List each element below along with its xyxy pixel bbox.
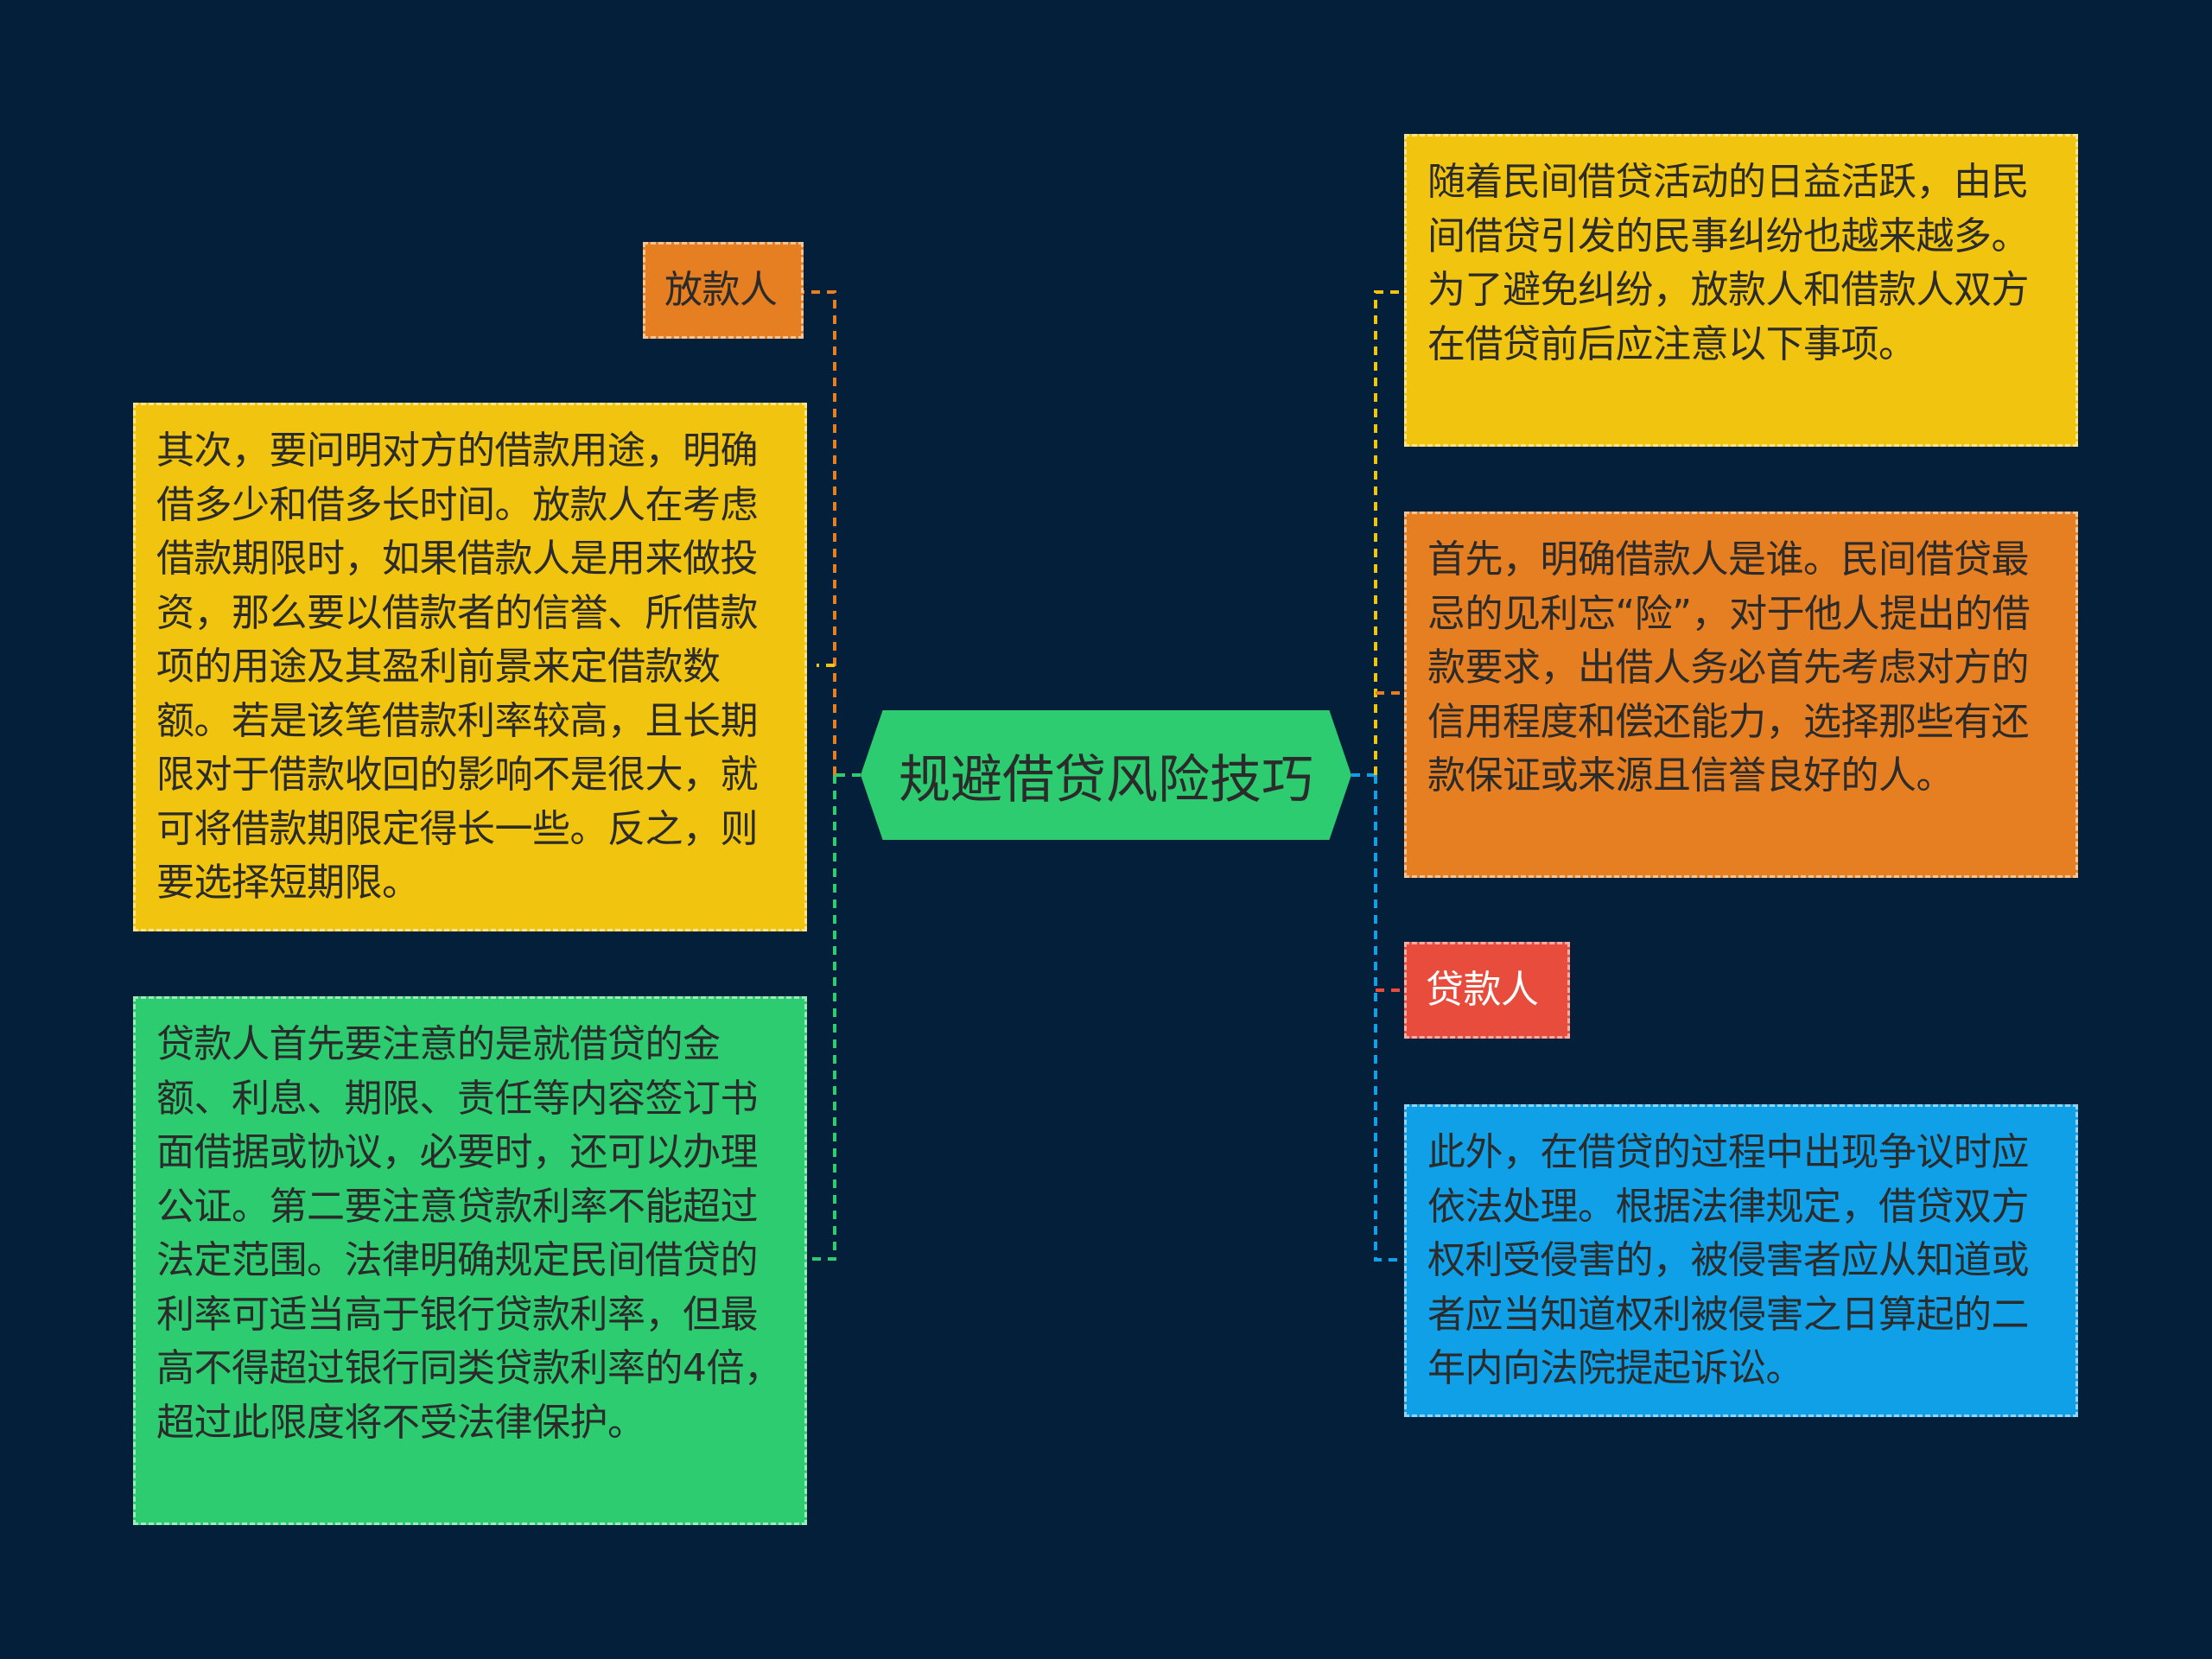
borrower-label[interactable]: 贷款人 [1404,942,1570,1039]
first-step-text[interactable]: 首先，明确借款人是谁。民间借贷最忌的见利忘“险”，对于他人提出的借款要求，出借人… [1404,512,2078,878]
connector-right-dispute [1374,775,1404,1262]
connector-right-intro [1374,290,1404,775]
lender-detail-text[interactable]: 其次，要问明对方的借款用途，明确借多少和借多长时间。放款人在考虑借款期限时，如果… [133,403,807,931]
dispute-text[interactable]: 此外，在借贷的过程中出现争议时应依法处理。根据法律规定，借贷双方权利受侵害的，被… [1404,1104,2078,1417]
borrower-detail-text[interactable]: 贷款人首先要注意的是就借贷的金额、利息、期限、责任等内容签订书面借据或协议，必要… [133,996,807,1525]
connector-left-borrower-text [812,775,836,1261]
lender-label[interactable]: 放款人 [643,242,804,339]
intro-text[interactable]: 随着民间借贷活动的日益活跃，由民间借贷引发的民事纠纷也越来越多。为了避免纠纷，放… [1404,134,2078,447]
connector-left-lender-label [804,290,836,775]
central-topic[interactable]: 规避借贷风险技巧 [861,710,1351,840]
